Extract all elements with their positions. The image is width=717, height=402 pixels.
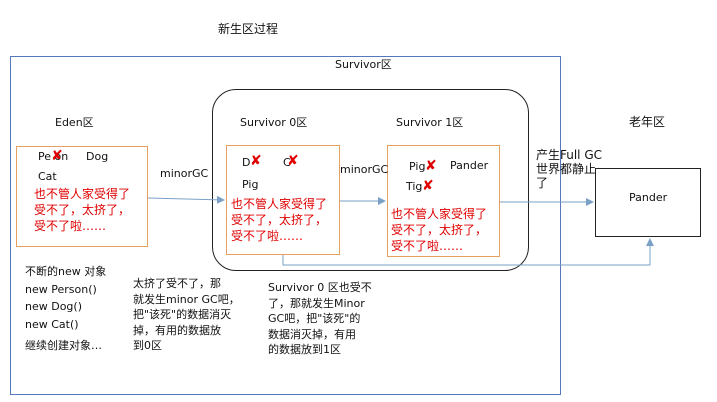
- s0-full-note-line: 数据消灭掉，有用: [268, 327, 356, 341]
- object-c: C: [283, 156, 291, 169]
- object-d: D: [242, 156, 251, 169]
- create-note-line: new Cat(): [25, 317, 79, 331]
- eden-full-note-line: 就发生minor GC吧，: [133, 292, 240, 306]
- survivor0-label: Survivor 0区: [240, 116, 308, 129]
- create-objects-note: 不断的new 对象 new Person() new Dog() new Cat…: [25, 263, 106, 355]
- create-note-line: new Dog(): [25, 300, 82, 313]
- survivor1-label: Survivor 1区: [396, 116, 464, 129]
- s0-full-note-line: 的数据放到1区: [268, 343, 341, 356]
- minor-gc-label-2: minorGC: [340, 163, 389, 176]
- survivor0-note: 也不管人家受得了 受不了，太挤了， 受不了啦……: [231, 196, 327, 244]
- s0-full-note: Survivor 0 区也受不 了，那就发生Minor GC吧，把"该死"的 数…: [268, 280, 372, 358]
- full-gc-note-line: 产生Full GC: [536, 148, 603, 162]
- s0-full-note-line: 了，那就发生Minor: [268, 296, 365, 310]
- full-gc-note-line: 世界都静止: [536, 162, 597, 176]
- eden-note-line: 受不了啦……: [34, 219, 107, 233]
- old-generation-box: [595, 168, 701, 237]
- object-pig: Pig: [242, 178, 259, 191]
- old-generation-label: 老年区: [629, 115, 666, 129]
- x-mark-icon: ✘: [250, 153, 262, 169]
- x-mark-icon: ✘: [287, 153, 299, 169]
- survivor1-note-line: 也不管人家受得了: [391, 207, 488, 221]
- create-note-line: 不断的new 对象: [25, 265, 107, 278]
- eden-full-note-line: 掉，有用的数据放: [133, 323, 221, 337]
- object-dog: Dog: [86, 150, 109, 163]
- minor-gc-label-1: minorGC: [160, 167, 209, 180]
- survivor0-note-line: 也不管人家受得了: [231, 197, 328, 211]
- survivor1-box: [387, 145, 500, 257]
- s0-full-note-line: Survivor 0 区也受不: [268, 281, 372, 294]
- survivor-region-label: Survivor区: [335, 58, 392, 71]
- eden-full-note-line: 把"该死"的数据消灭: [133, 308, 232, 321]
- eden-note: 也不管人家受得了 受不了，太挤了， 受不了啦……: [34, 186, 130, 234]
- s0-full-note-line: GC吧，把"该死"的: [268, 312, 361, 325]
- young-generation-region: [10, 56, 561, 395]
- eden-note-line: 受不了，太挤了，: [34, 203, 131, 217]
- eden-label: Eden区: [55, 116, 94, 129]
- object-pander: Pander: [450, 159, 489, 172]
- eden-full-note-line: 太挤了受不了，那: [133, 277, 221, 290]
- survivor-container: [212, 89, 529, 271]
- survivor1-note-line: 受不了啦……: [391, 239, 464, 253]
- arrow-s0-to-old-bottom: [282, 238, 654, 266]
- eden-box: [16, 146, 148, 247]
- survivor0-note-line: 受不了啦……: [231, 229, 304, 243]
- create-note-line: 继续创建对象…: [25, 339, 102, 352]
- object-tig: Tig: [406, 180, 423, 193]
- arrow-eden-to-s0: [147, 195, 225, 204]
- eden-note-line: 也不管人家受得了: [34, 187, 131, 201]
- full-gc-note: 产生Full GC 世界都静止 了: [536, 148, 602, 190]
- x-mark-icon: ✘: [425, 158, 437, 174]
- page-title: 新生区过程: [218, 22, 279, 36]
- object-pig: Pig: [409, 160, 426, 173]
- object-person: Pe on: [38, 150, 69, 163]
- survivor1-note: 也不管人家受得了 受不了，太挤了， 受不了啦……: [391, 206, 487, 254]
- x-mark-icon: ✘: [51, 148, 63, 164]
- survivor0-box: [226, 145, 340, 255]
- x-mark-icon: ✘: [422, 178, 434, 194]
- eden-full-note: 太挤了受不了，那 就发生minor GC吧， 把"该死"的数据消灭 掉，有用的数…: [133, 276, 240, 354]
- create-note-line: new Person(): [25, 282, 97, 296]
- eden-full-note-line: 到0区: [133, 339, 162, 352]
- full-gc-note-line: 了: [536, 176, 549, 190]
- survivor0-note-line: 受不了，太挤了，: [231, 213, 328, 227]
- object-cat: Cat: [38, 170, 57, 183]
- survivor1-note-line: 受不了，太挤了，: [391, 223, 488, 237]
- object-pander-old: Pander: [629, 191, 668, 204]
